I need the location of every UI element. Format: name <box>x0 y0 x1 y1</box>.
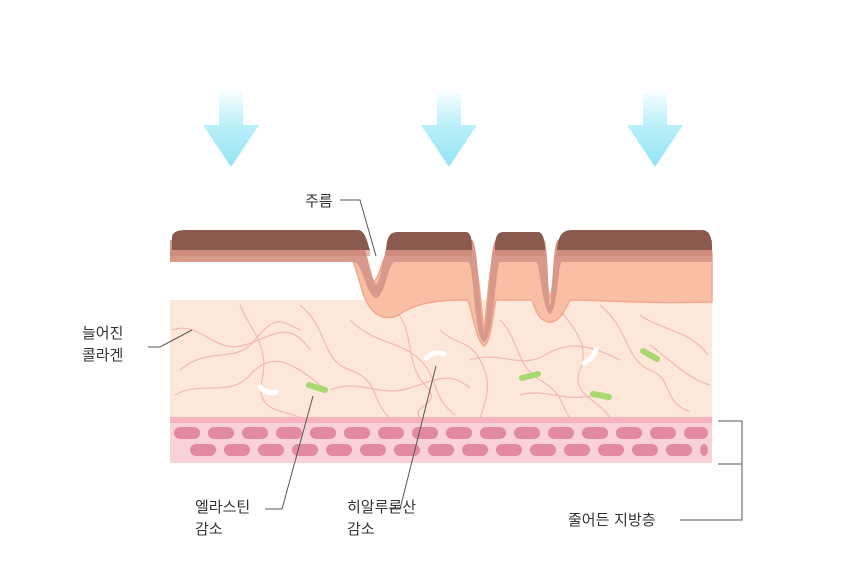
epidermis-top-layer <box>386 232 472 250</box>
fat-cell <box>224 444 250 456</box>
fat-cell <box>310 427 336 439</box>
fat-cell <box>666 444 692 456</box>
wrinkle-leader <box>340 199 377 257</box>
fat-cells <box>174 427 708 456</box>
epidermis-top-layer <box>557 230 712 250</box>
fat-cell <box>208 427 234 439</box>
epidermis-top-layer <box>172 230 370 250</box>
fat-cell <box>496 444 522 456</box>
fat-layer <box>170 417 712 463</box>
fat-cell <box>344 427 370 439</box>
elastin-fragments <box>306 348 660 400</box>
fat-cell <box>548 427 574 439</box>
elastin-leader <box>265 395 314 510</box>
collagen-leader <box>148 329 193 348</box>
fat-layer-bracket <box>718 420 743 465</box>
fat-cell <box>360 444 386 456</box>
fat-cell <box>684 427 708 439</box>
fat-cell <box>650 427 676 439</box>
epidermis-top-layer <box>495 232 545 250</box>
fat-cell <box>190 444 216 456</box>
fat-cell <box>242 427 268 439</box>
fat-cell <box>394 444 420 456</box>
fat-cell <box>412 427 438 439</box>
fat-cell <box>564 444 590 456</box>
epidermis-band <box>170 250 712 256</box>
wrinkle-label: 주름 <box>305 192 333 210</box>
dermis-layer <box>170 300 712 420</box>
fat-cell <box>428 444 454 456</box>
fat-cell <box>632 444 658 456</box>
fat-cell <box>174 427 200 439</box>
arrow-icon <box>203 88 259 167</box>
hyaluronic-leader <box>390 365 437 510</box>
fat-layer-leader <box>680 464 743 521</box>
arrow-icon <box>421 88 477 167</box>
fat-cell <box>480 427 506 439</box>
arrow-icon <box>627 88 683 167</box>
fat-cell <box>446 427 472 439</box>
fat-cell <box>530 444 556 456</box>
fat-layer-label: 줄어든 지방층 <box>568 511 656 529</box>
elastin-label: 엘라스틴 감소 <box>195 498 255 538</box>
fat-cell <box>378 427 404 439</box>
hyaluronic-acid <box>257 347 599 396</box>
fat-cell <box>514 427 540 439</box>
collagen-label: 늘어진 콜라겐 <box>82 324 128 364</box>
fat-cell <box>292 444 318 456</box>
fat-cell <box>326 444 352 456</box>
fat-cell <box>258 444 284 456</box>
pressure-arrows <box>203 88 683 167</box>
fat-cell <box>462 444 488 456</box>
fat-cell <box>598 444 624 456</box>
fat-cell <box>276 427 302 439</box>
fat-cell <box>582 427 608 439</box>
fat-cell <box>616 427 642 439</box>
fat-cell <box>700 444 708 456</box>
hyaluronic-label: 히알루론산 감소 <box>347 498 421 538</box>
